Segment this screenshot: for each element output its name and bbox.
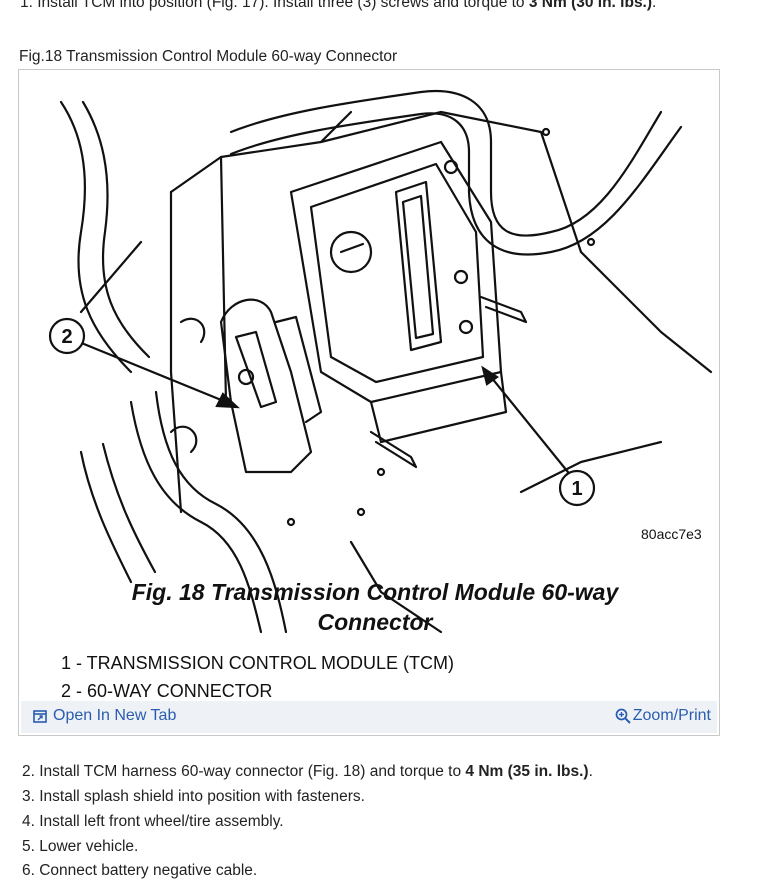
magnifier-icon [615,708,631,724]
step-6: 6. Connect battery negative cable. [22,862,258,879]
open-new-tab-icon [33,709,47,723]
open-in-new-tab-label: Open In New Tab [53,707,177,724]
step-1: 1. Install TCM into position (Fig. 17). … [20,0,656,12]
figure-illustration: 2 1 80acc7e3 Fig. 18 Transmission Contro… [48,90,713,700]
step-5: 5. Lower vehicle. [22,838,139,855]
step-1-text: 1. Install TCM into position (Fig. 17). … [20,0,529,11]
step-3: 3. Install splash shield into position w… [22,788,365,805]
step-4: 4. Install left front wheel/tire assembl… [22,813,284,830]
legend-item-2: 2 - 60-WAY CONNECTOR [61,681,272,700]
open-in-new-tab-link[interactable]: Open In New Tab [33,707,176,725]
callout-1-label: 1 [571,478,582,500]
step-1-end: . [652,0,657,11]
callout-2-label: 2 [61,326,72,348]
caption-line-2: Connector [318,609,434,635]
figure-toolbar: Open In New Tab Zoom/Print [21,701,717,733]
callout-circle-2 [48,317,86,355]
figure-code: 80acc7e3 [641,526,702,542]
zoom-print-label: Zoom/Print [632,707,711,724]
step-2-text: 2. Install TCM harness 60-way connector … [22,763,466,780]
step-1-torque: 3 Nm (30 in. lbs.) [528,0,653,11]
legend-item-1: 1 - TRANSMISSION CONTROL MODULE (TCM) [61,653,454,673]
step-2-torque: 4 Nm (35 in. lbs.) [465,763,589,780]
figure-container: 2 1 80acc7e3 Fig. 18 Transmission Contro… [18,69,720,736]
figure-title: Fig.18 Transmission Control Module 60-wa… [19,48,398,65]
zoom-print-link[interactable]: Zoom/Print [615,707,711,725]
step-2-end: . [588,763,593,780]
step-2: 2. Install TCM harness 60-way connector … [22,763,593,781]
caption-line-1: Fig. 18 Transmission Control Module 60-w… [132,579,620,605]
callout-circle-1 [558,469,596,507]
